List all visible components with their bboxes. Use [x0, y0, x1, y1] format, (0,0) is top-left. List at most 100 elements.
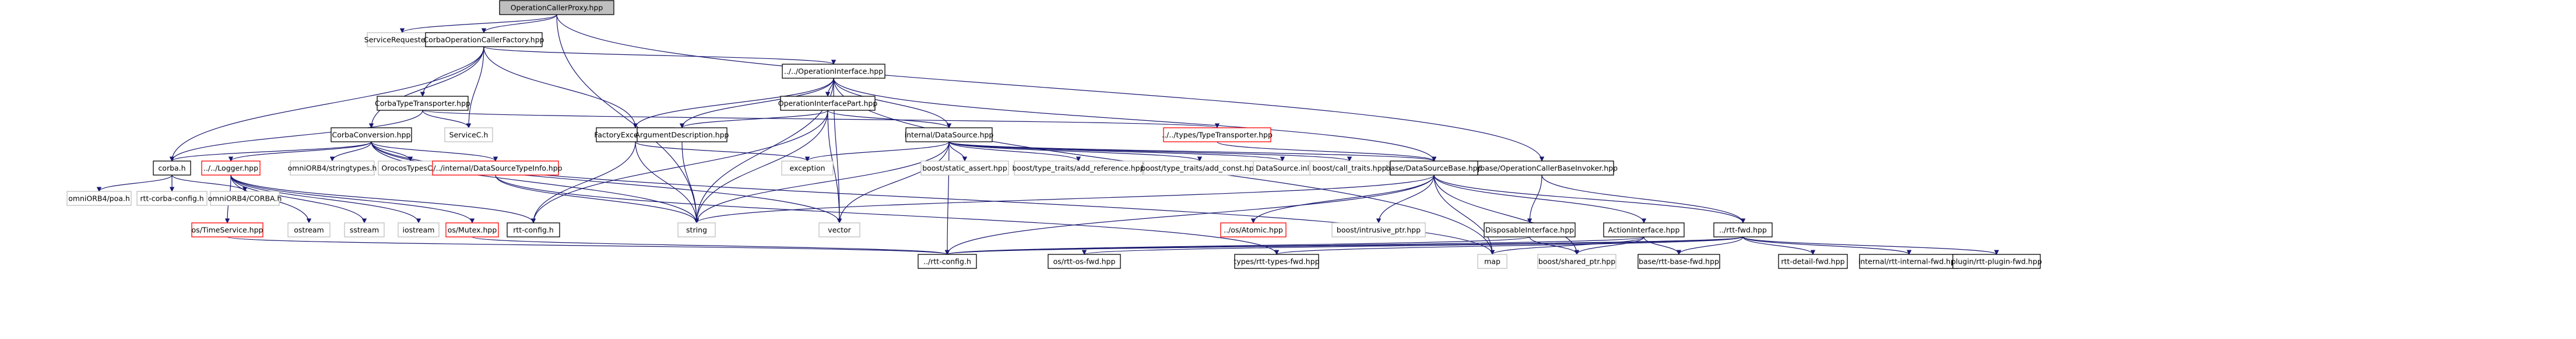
node-opIfacePart[interactable]: OperationInterfacePart.hpp [778, 96, 878, 111]
node-label: ActionInterface.hpp [1608, 226, 1680, 235]
node-rttFwd[interactable]: ../rtt-fwd.hpp [1713, 222, 1773, 237]
node-argDesc[interactable]: ArgumentDescription.hpp [635, 127, 729, 142]
node-label: boost/call_traits.hpp [1313, 164, 1387, 173]
node-label: DisposableInterface.hpp [1485, 226, 1574, 235]
node-addConst[interactable]: boost/type_traits/add_const.hpp [1141, 160, 1259, 176]
node-detailFwd[interactable]: rtt-detail-fwd.hpp [1778, 254, 1848, 269]
node-rttConfig[interactable]: rtt-config.h [507, 222, 560, 237]
node-osTime[interactable]: os/TimeService.hpp [191, 222, 263, 237]
node-label: ../../OperationInterface.hpp [784, 67, 883, 76]
node-corbaH[interactable]: corba.h [153, 160, 191, 176]
node-vector[interactable]: vector [818, 222, 860, 237]
node-label: rtt-config.h [513, 226, 554, 235]
edge-factExc-to-rttConfig [530, 141, 636, 223]
edge-intDS-to-dsInl [948, 141, 1285, 162]
node-sharedPtr[interactable]: boost/shared_ptr.hpp [1537, 254, 1616, 269]
edge-typeTransporter-to-baseDSB [1217, 141, 1437, 162]
edge-intDS-to-rttConfigDots [944, 141, 950, 255]
edge-intDS-to-vector [837, 141, 950, 223]
node-box [1390, 160, 1478, 176]
node-iostream[interactable]: iostream [398, 222, 440, 237]
node-intDS[interactable]: internal/DataSource.hpp [905, 127, 994, 142]
node-exception[interactable]: exception [781, 160, 834, 176]
node-rttCorbaCfg[interactable]: rtt-corba-config.h [136, 191, 208, 206]
edge-corbaOCF-to-serviceC [466, 46, 484, 128]
node-osAtomic[interactable]: ../os/Atomic.hpp [1220, 222, 1287, 237]
node-label: ../../base/OperationCallerBaseInvoker.hp… [1466, 164, 1618, 173]
node-box [1309, 160, 1390, 176]
edge-corbaConv-to-omniStr [329, 141, 372, 162]
node-box [1778, 254, 1848, 269]
node-box [1331, 222, 1426, 237]
node-orocosC[interactable]: OrocosTypesC.h [378, 160, 443, 176]
node-addRef[interactable]: boost/type_traits/add_reference.hpp [1012, 160, 1145, 176]
node-osMutex[interactable]: os/Mutex.hpp [445, 222, 499, 237]
node-baseDSB[interactable]: base/DataSourceBase.hpp [1386, 160, 1482, 176]
node-box [378, 160, 443, 176]
node-label: string [686, 226, 707, 235]
node-box [918, 254, 977, 269]
node-box [1220, 222, 1287, 237]
node-label: iostream [403, 226, 435, 235]
node-typeTransporter[interactable]: ../../types/TypeTransporter.hpp [1162, 127, 1273, 142]
node-serviceC[interactable]: ServiceC.h [444, 127, 493, 142]
node-omniStr[interactable]: omniORB4/stringtypes.h [288, 160, 377, 176]
edge-intDS-to-exception [804, 141, 950, 162]
node-actionIface[interactable]: ActionInterface.hpp [1603, 222, 1685, 237]
nodes-layer: OperationCallerProxy.hppServiceRequester… [66, 0, 2042, 269]
edge-corbaTT-to-serviceC [422, 110, 472, 128]
node-logger[interactable]: ../../Logger.hpp [201, 160, 261, 176]
node-label: os/rtt-os-fwd.hpp [1053, 257, 1116, 266]
node-label: boost/type_traits/add_reference.hpp [1012, 164, 1144, 173]
node-label: os/Mutex.hpp [448, 226, 497, 235]
node-root[interactable]: OperationCallerProxy.hpp [499, 0, 614, 15]
node-sstream[interactable]: sstream [344, 222, 385, 237]
node-ocbInvoker[interactable]: ../../base/OperationCallerBaseInvoker.hp… [1466, 160, 1618, 176]
node-corbaTT[interactable]: CorbaTypeTransporter.hpp [375, 96, 470, 111]
edge-factExc-to-exception [635, 141, 810, 162]
node-corbaOCF[interactable]: CorbaOperationCallerFactory.hpp [423, 32, 544, 47]
node-box [818, 222, 860, 237]
node-box [201, 160, 261, 176]
node-callTraits[interactable]: boost/call_traits.hpp [1309, 160, 1390, 176]
node-box [677, 222, 716, 237]
node-baseFwd[interactable]: base/rtt-base-fwd.hpp [1637, 254, 1720, 269]
node-string[interactable]: string [677, 222, 716, 237]
node-osRttOsFwd[interactable]: os/rtt-os-fwd.hpp [1048, 254, 1121, 269]
node-label: boost/intrusive_ptr.hpp [1337, 226, 1421, 235]
node-dsInl[interactable]: DataSource.inl [1253, 160, 1312, 176]
node-box [1253, 160, 1312, 176]
node-omniCorba[interactable]: omniORB4/CORBA.h [208, 191, 282, 206]
node-map[interactable]: map [1477, 254, 1507, 269]
node-label: rtt-corba-config.h [140, 194, 203, 203]
node-box [287, 222, 331, 237]
edge-baseDSB-to-rttConfigDots [944, 174, 1435, 255]
node-label: base/DataSourceBase.hpp [1386, 164, 1482, 173]
node-pluginFwd[interactable]: plugin/rtt-plugin-fwd.hpp [1951, 254, 2042, 269]
node-opIface[interactable]: ../../OperationInterface.hpp [782, 64, 885, 79]
node-box [344, 222, 385, 237]
node-label: CorbaOperationCallerFactory.hpp [423, 36, 544, 44]
node-corbaConv[interactable]: CorbaConversion.hpp [331, 127, 412, 142]
edge-baseDSB-to-map [1433, 174, 1495, 255]
edge-logger-to-osMutex [230, 174, 475, 223]
edge-corbaConv-to-orocosC [371, 141, 413, 162]
node-disposable[interactable]: DisposableInterface.hpp [1484, 222, 1576, 237]
node-staticAssert[interactable]: boost/static_assert.hpp [920, 160, 1009, 176]
edge-opIfacePart-to-vector [827, 110, 842, 223]
node-rttConfigDots[interactable]: ../rtt-config.h [918, 254, 977, 269]
edge-intDS-to-callTraits [948, 141, 1352, 162]
edge-logger-to-sstream [230, 174, 367, 223]
edge-opIfacePart-to-argDesc [679, 110, 828, 128]
node-box [153, 160, 191, 176]
node-intDSTI[interactable]: ../../internal/DataSourceTypeInfo.hpp [428, 160, 563, 176]
edge-osMutex-to-rttConfigDots [472, 236, 950, 255]
node-label: corba.h [158, 164, 185, 173]
node-internalFwd[interactable]: internal/rtt-internal-fwd.hpp [1858, 254, 1960, 269]
node-intrusive[interactable]: boost/intrusive_ptr.hpp [1331, 222, 1426, 237]
edge-intDSTI-to-typesFwd [495, 174, 1280, 255]
node-ostream[interactable]: ostream [287, 222, 331, 237]
node-typesFwd[interactable]: types/rtt-types-fwd.hpp [1233, 254, 1320, 269]
node-label: ../../internal/DataSourceTypeInfo.hpp [428, 164, 562, 173]
node-omniPoa[interactable]: omniORB4/poa.h [66, 191, 132, 206]
